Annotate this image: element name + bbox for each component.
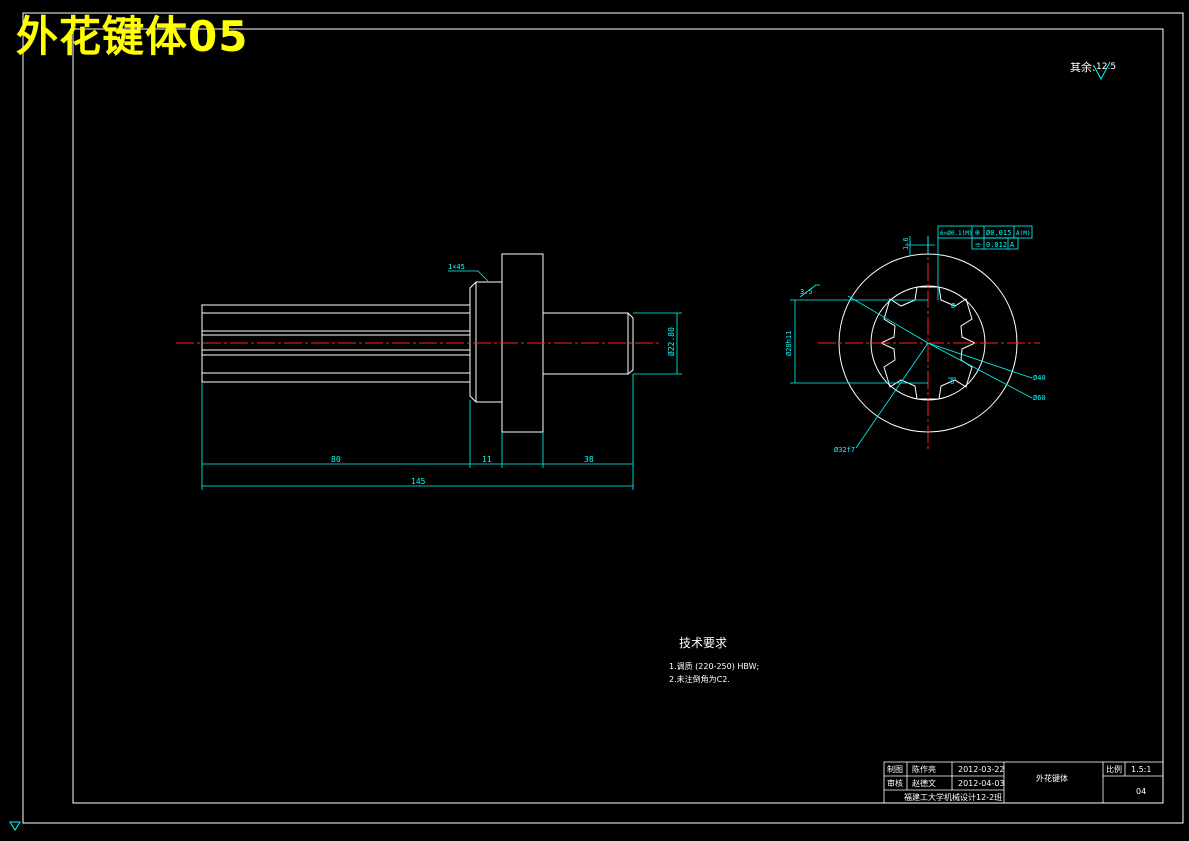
tolerance-frames	[937, 225, 1033, 250]
tol-pos: Ø0.015	[986, 229, 1011, 237]
dim-60: Ø60	[1033, 394, 1046, 402]
tb-draw-name: 陈作亮	[912, 764, 936, 774]
tol-flat: 0.012	[986, 241, 1007, 249]
dim-shaft-dia: Ø22.80	[666, 327, 676, 356]
outer-border	[22, 12, 1184, 824]
tb-school: 福建工大学机械设计12-2班	[904, 792, 1002, 802]
tech-heading: 技术要求	[679, 636, 727, 650]
corner-marker	[9, 821, 21, 831]
dim-32: Ø32f7	[834, 446, 855, 454]
tol-flat-ref: A	[1010, 241, 1015, 249]
tol-flat-symbol: ⌯	[975, 240, 982, 249]
title-block	[883, 761, 1164, 804]
side-dimensions	[201, 270, 682, 490]
dim-3-5: 3.5	[800, 288, 813, 296]
tech-line-1: 1.调质 (220-250) HBW;	[669, 661, 759, 671]
tb-draw-label: 制图	[887, 764, 903, 774]
roughness-note: 其余:	[1070, 60, 1096, 74]
tb-check-date: 2012-04-03	[958, 779, 1005, 788]
inner-border	[72, 28, 1164, 804]
tb-scale-label: 比例	[1106, 764, 1122, 774]
dim-spline-dia: Ø28h11	[785, 331, 793, 356]
tech-line-2: 2.未注倒角为C2.	[669, 674, 730, 684]
tb-scale-value: 1.5:1	[1131, 765, 1152, 774]
tb-check-name: 赵德文	[912, 778, 936, 788]
tb-part-name: 外花键体	[1036, 773, 1068, 783]
roughness-value: 12.5	[1096, 62, 1116, 72]
front-dimensions	[790, 236, 1033, 449]
dim-80: 80	[331, 455, 341, 464]
tol-pos-symbol: ⊕	[975, 228, 980, 237]
tb-sheet: 04	[1136, 787, 1146, 796]
page-title: 外花键体05	[16, 12, 249, 61]
dim-slot-6: 6	[950, 378, 954, 386]
tb-draw-date: 2012-03-22	[958, 765, 1005, 774]
dim-slot-5: Ø	[951, 302, 956, 310]
dim-38: 38	[584, 455, 594, 464]
dim-145: 145	[411, 477, 426, 486]
dim-40: Ø40	[1033, 374, 1046, 382]
dim-1-6: 1.6	[902, 237, 910, 250]
dim-chamfer: 1×45	[448, 263, 465, 271]
tb-check-label: 审核	[887, 778, 903, 788]
dim-11: 11	[482, 455, 492, 464]
tol-pos-ref: A(M)	[1016, 230, 1030, 237]
tol-ref: 6×Ø0.1(M)	[940, 230, 973, 237]
roughness-symbol	[1093, 61, 1111, 81]
